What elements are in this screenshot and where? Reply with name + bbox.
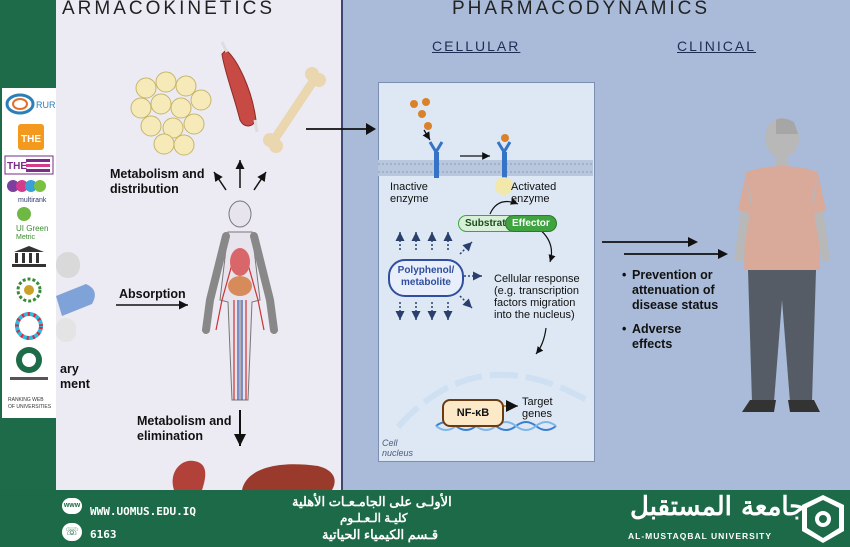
building-logo bbox=[12, 246, 46, 267]
clinical-bullet-prevention: • Prevention or attenuation of disease s… bbox=[622, 268, 719, 312]
cellular-label: CELLULAR bbox=[432, 38, 521, 54]
ligand-molecules-icon bbox=[410, 98, 432, 130]
svg-text:RANKING WEB: RANKING WEB bbox=[8, 397, 44, 403]
multirank-logo: multirank bbox=[7, 180, 47, 204]
cellular-response-label: Cellular response (e.g. transcription fa… bbox=[494, 273, 580, 321]
substrate-to-effector-arrow bbox=[489, 197, 519, 215]
clinical-label: CLINICAL bbox=[677, 38, 757, 54]
svg-text:UI Green: UI Green bbox=[16, 224, 48, 233]
substrate-pill: Substrate bbox=[458, 215, 519, 232]
rur-logo: RUR bbox=[5, 93, 56, 115]
ranking-logos: RUR THE THE multirank UI Green Metric bbox=[4, 93, 56, 410]
arabic-slogan: الأولـى على الجامـعـات الأهلية bbox=[292, 494, 452, 509]
effector-to-response-arrow bbox=[537, 227, 556, 263]
response-to-nucleus-arrow bbox=[535, 327, 547, 355]
inactive-enzyme-icon bbox=[428, 141, 444, 178]
pharmacokinetics-title: ARMACOKINETICS bbox=[62, 0, 276, 19]
pill-capsule-icon bbox=[56, 252, 95, 342]
activated-enzyme-icon bbox=[495, 134, 513, 195]
arrow-to-bone bbox=[253, 171, 267, 191]
adipose-cells-icon bbox=[130, 71, 212, 156]
svg-text:OF UNIVERSITIES: OF UNIVERSITIES bbox=[8, 404, 52, 410]
svg-text:THE: THE bbox=[7, 161, 27, 172]
web-icon: www bbox=[62, 498, 82, 514]
nfkb-box: NF-κB bbox=[442, 399, 504, 427]
wreath-logo bbox=[16, 277, 42, 303]
svg-text:THE: THE bbox=[21, 134, 41, 145]
dietary-supplement-partial-label: ary ment bbox=[60, 362, 90, 391]
arabic-department: قـسم الكيمياء الحياتية bbox=[322, 527, 439, 542]
bone-icon bbox=[263, 67, 326, 153]
human-body-circulation-icon bbox=[202, 200, 278, 401]
cell-membrane bbox=[378, 160, 593, 176]
effector-pill: Effector bbox=[505, 215, 557, 232]
polyphenol-oval: Polyphenol/metabolite bbox=[388, 259, 464, 297]
university-arabic-name: جامعة المستقبل bbox=[630, 492, 806, 522]
arabic-college: كليـة الـعـلـوم bbox=[340, 511, 408, 525]
svg-text:RUR: RUR bbox=[36, 100, 56, 110]
federation-logo bbox=[10, 347, 48, 380]
phone-icon: ☏ bbox=[62, 523, 82, 541]
pharmacokinetics-panel bbox=[56, 0, 341, 490]
sdg-logo bbox=[15, 312, 43, 340]
nuclear-envelope bbox=[395, 371, 592, 429]
svg-text:multirank: multirank bbox=[18, 197, 47, 204]
clinical-bullet-adverse: • Adverse effects bbox=[622, 322, 682, 351]
svg-text:Metric: Metric bbox=[16, 234, 36, 241]
ui-greenmetric-logo: UI Green Metric bbox=[16, 207, 48, 241]
university-english-name: AL-MUSTAQBAL UNIVERSITY bbox=[628, 531, 773, 541]
kidney-icon bbox=[172, 460, 206, 490]
pharmacokinetics-illustration bbox=[56, 41, 335, 490]
liver-icon bbox=[242, 464, 335, 490]
the-logo: THE bbox=[18, 124, 44, 150]
metabolism-elimination-label: Metabolism and elimination bbox=[137, 414, 232, 443]
polyphenol-diffusion-arrows bbox=[395, 232, 482, 320]
website-link[interactable]: WWW.UOMUS.EDU.IQ bbox=[90, 505, 196, 518]
webometrics-logo: RANKING WEB OF UNIVERSITIES bbox=[8, 397, 52, 410]
pharmacodynamics-title: PHARMACODYNAMICS bbox=[452, 0, 711, 19]
university-footer bbox=[0, 490, 850, 547]
metabolism-distribution-label: Metabolism and distribution bbox=[110, 167, 205, 196]
university-emblem-icon bbox=[802, 495, 844, 543]
pk-to-pd-arrow bbox=[306, 123, 376, 135]
patient-figure-icon bbox=[734, 118, 830, 412]
the-impact-logo: THE bbox=[4, 155, 54, 175]
cellular-to-clinical-arrows bbox=[602, 237, 728, 259]
phone-number: 6163 bbox=[90, 528, 117, 541]
ligand-arrow bbox=[422, 129, 431, 141]
arrow-to-fat bbox=[213, 171, 227, 191]
ranking-logos-column: RUR THE THE multirank UI Green Metric bbox=[2, 88, 56, 418]
absorption-label: Absorption bbox=[119, 287, 186, 301]
gene-expression-arrow bbox=[501, 400, 518, 416]
muscle-icon bbox=[220, 41, 259, 133]
